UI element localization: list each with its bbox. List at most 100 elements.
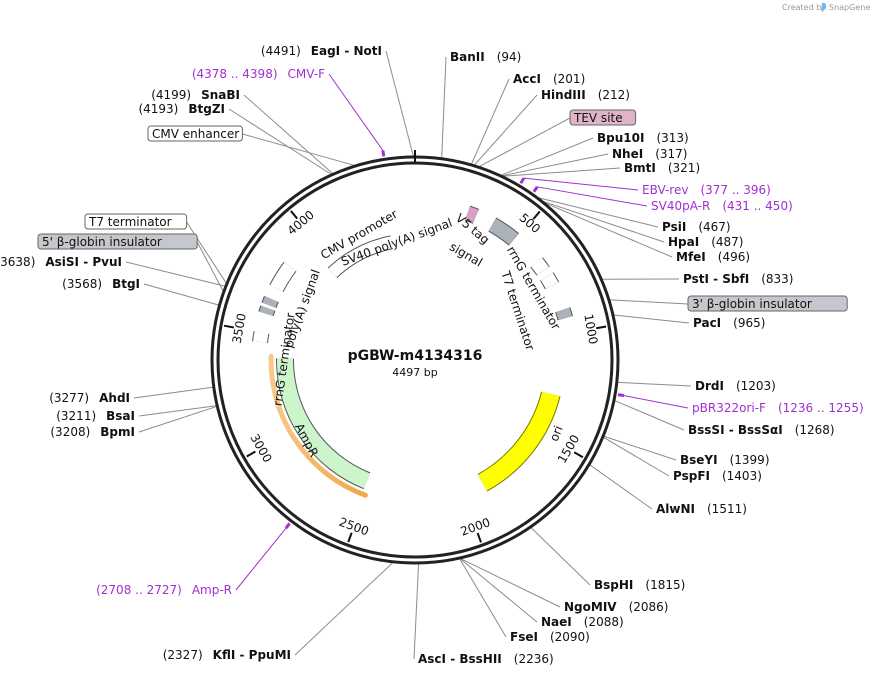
enzyme-leader <box>138 406 217 433</box>
enzyme-leader <box>125 261 225 287</box>
tick-mark <box>532 210 541 220</box>
feature-t7-terminator[interactable] <box>262 296 278 308</box>
enzyme-label[interactable]: PspFI <box>673 469 710 483</box>
tick-label: 3500 <box>230 312 249 345</box>
enzyme-name: AscI <box>418 652 446 666</box>
enzyme-label[interactable]: AhdI <box>99 391 130 405</box>
primer-leader <box>328 73 384 151</box>
enzyme-label[interactable]: BtgI <box>112 277 140 291</box>
enzyme-leader <box>459 558 507 638</box>
feature-v5-tag[interactable] <box>465 206 479 223</box>
primer-range: (2708 .. 2727) <box>96 583 182 597</box>
enzyme-position: (201) <box>553 72 585 86</box>
enzyme-leader <box>143 283 219 306</box>
enzyme-name: NaeI <box>541 615 572 629</box>
feature-ampr[interactable] <box>277 358 370 489</box>
enzyme-label[interactable]: BpmI <box>100 425 135 439</box>
enzyme-name: BpmI <box>100 425 135 439</box>
enzyme-leader <box>603 435 677 461</box>
enzyme-name: PacI <box>693 316 721 330</box>
enzyme-leader <box>228 108 332 175</box>
feature-sv40-poly-a-signal[interactable] <box>488 218 519 245</box>
enzyme-label[interactable]: BssSI - BssSαI <box>688 423 783 437</box>
boxed-label[interactable]: TEV site <box>569 109 637 126</box>
enzyme-name: HindIII <box>541 88 586 102</box>
enzyme-label[interactable]: BseYI <box>680 453 718 467</box>
enzyme-label[interactable]: SnaBI <box>201 88 240 102</box>
enzyme-label[interactable]: NgoMIV <box>564 600 617 614</box>
enzyme-position: (1511) <box>707 502 747 516</box>
feature-rrng-terminator[interactable] <box>253 331 269 343</box>
enzyme-label[interactable]: DrdI <box>695 379 724 393</box>
enzyme-label[interactable]: NheI <box>612 147 643 161</box>
features <box>252 205 573 498</box>
enzyme-label[interactable]: AlwNI <box>656 502 695 516</box>
enzyme-name: NheI <box>612 147 643 161</box>
enzyme-leader <box>503 167 621 177</box>
enzyme-name: DrdI <box>695 379 724 393</box>
feature-cmv-promoter[interactable] <box>328 236 393 278</box>
tick-mark <box>596 325 607 330</box>
enzyme-label[interactable]: HindIII <box>541 88 586 102</box>
feature-sv40-poly-a-signal[interactable] <box>270 262 296 292</box>
enzyme-label[interactable]: PstI - SbfI <box>683 272 749 286</box>
enzyme-leader <box>133 386 213 399</box>
enzyme-position: (3568) <box>62 277 102 291</box>
primer-label[interactable]: (2708 .. 2727)Amp-R <box>96 583 232 597</box>
enzyme-label[interactable]: BtgZI <box>188 102 225 116</box>
primer-leader <box>537 186 648 207</box>
enzyme-label[interactable]: AsiSI - PvuI <box>45 255 122 269</box>
enzyme-separator: - <box>235 648 248 662</box>
enzyme-label[interactable]: Bpu10I <box>597 131 644 145</box>
enzyme-separator: - <box>79 255 92 269</box>
tick-label: 4000 <box>285 208 317 238</box>
enzyme-leader <box>538 197 659 228</box>
enzyme-label[interactable]: NaeI <box>541 615 572 629</box>
enzyme-label[interactable]: PacI <box>693 316 721 330</box>
enzyme-label[interactable]: KflI - PpuMI <box>213 648 291 662</box>
enzyme-name: BsaI <box>106 409 135 423</box>
boxed-label[interactable]: 5' β-globin insulator <box>37 233 198 250</box>
enzyme-label[interactable]: AccI <box>513 72 541 86</box>
credit-text: Created by <box>782 3 826 12</box>
boxed-label-text: 3' β-globin insulator <box>692 297 812 311</box>
feature-3-globin-insulator[interactable] <box>556 307 573 321</box>
enzyme-label[interactable]: BmtI <box>624 161 656 175</box>
enzyme-label[interactable]: BanII <box>450 50 485 64</box>
enzyme-label[interactable]: MfeI <box>676 250 706 264</box>
enzyme-label[interactable]: FseI <box>510 630 538 644</box>
enzyme-name: BanII <box>450 50 485 64</box>
enzyme-label[interactable]: BspHI <box>594 578 633 592</box>
boxed-label[interactable]: CMV enhancer <box>147 125 243 142</box>
enzyme-label[interactable]: HpaI <box>668 235 699 249</box>
feature-t7-terminator[interactable] <box>540 272 559 289</box>
enzyme-name: BseYI <box>680 453 718 467</box>
enzyme-leader <box>613 314 690 324</box>
backbone-inner-strand <box>216 161 614 559</box>
primer-label[interactable]: SV40pA-R(431 .. 450) <box>651 199 793 213</box>
enzyme-label[interactable]: EagI - NotI <box>311 44 382 58</box>
primer-name: EBV-rev <box>642 183 688 197</box>
primer-label[interactable]: EBV-rev(377 .. 396) <box>642 183 771 197</box>
enzyme-label[interactable]: PsiI <box>662 220 686 234</box>
enzyme-leader <box>530 527 591 586</box>
primer-label[interactable]: pBR322ori-F(1236 .. 1255) <box>692 401 864 415</box>
enzyme-position: (4199) <box>151 88 191 102</box>
feature-label: signal <box>447 240 485 270</box>
enzyme-position: (1815) <box>645 578 685 592</box>
primer-name: CMV-F <box>288 67 326 81</box>
boxed-label-text: TEV site <box>573 111 623 125</box>
feature-rrng-terminator[interactable] <box>531 257 549 276</box>
primer-label[interactable]: (4378 .. 4398)CMV-F <box>192 67 325 81</box>
tick-label: 2000 <box>459 515 492 539</box>
feature-poly-a-signal[interactable] <box>259 305 275 316</box>
enzyme-label[interactable]: BsaI <box>106 409 135 423</box>
primer-name: pBR322ori-F <box>692 401 766 415</box>
enzyme-name: Bpu10I <box>597 131 644 145</box>
boxed-label[interactable]: T7 terminator <box>84 213 188 230</box>
enzyme-label[interactable]: AscI - BssHII <box>418 652 502 666</box>
feature-ori[interactable] <box>477 391 560 491</box>
boxed-label[interactable]: 3' β-globin insulator <box>687 295 848 312</box>
enzyme-position: (4491) <box>261 44 301 58</box>
